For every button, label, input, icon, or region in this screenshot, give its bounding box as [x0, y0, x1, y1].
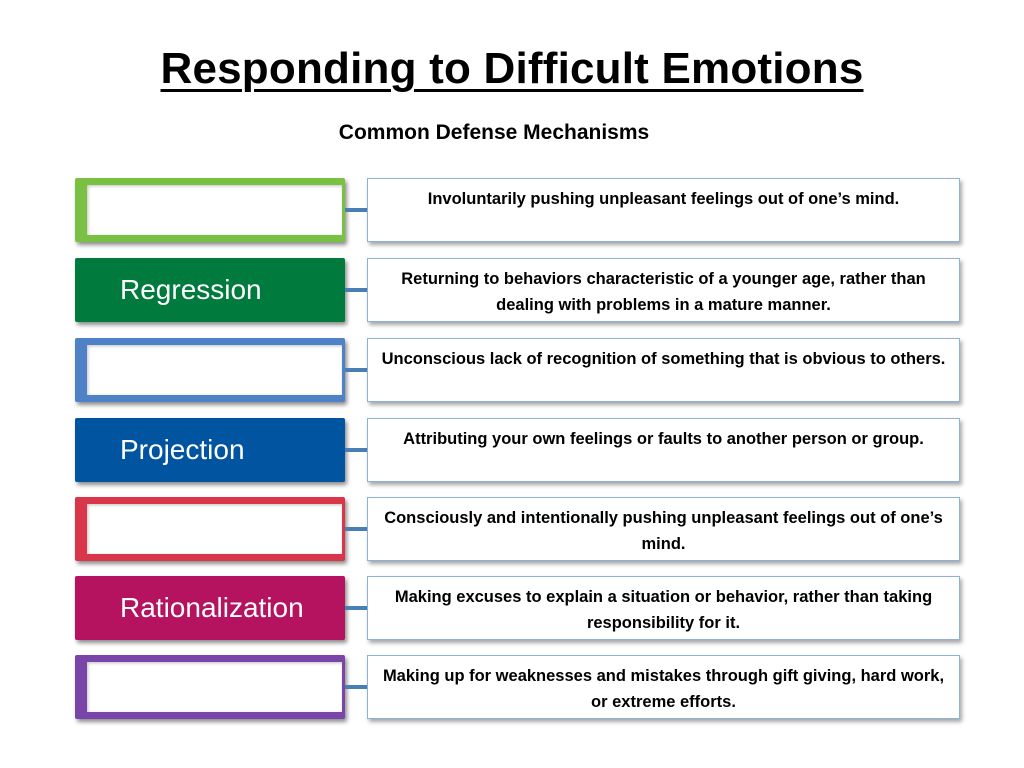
mechanism-description: Making up for weaknesses and mistakes th… — [382, 667, 945, 711]
mechanism-description-box: Unconscious lack of recognition of somet… — [367, 338, 960, 402]
connector-line — [345, 606, 367, 610]
connector-line — [345, 208, 367, 212]
mechanism-description-box: Consciously and intentionally pushing un… — [367, 497, 960, 561]
mechanism-label: Regression — [120, 274, 262, 305]
connector-line — [345, 448, 367, 452]
mechanism-label-box — [75, 338, 345, 402]
mechanism-row: Making up for weaknesses and mistakes th… — [0, 655, 1024, 721]
mechanism-description-box: Making up for weaknesses and mistakes th… — [367, 655, 960, 719]
mechanism-row: Projection Attributing your own feelings… — [0, 418, 1024, 484]
mechanism-description: Returning to behaviors characteristic of… — [401, 270, 926, 314]
connector-line — [345, 368, 367, 372]
mechanism-label-box: Regression — [75, 258, 345, 322]
mechanism-label-box — [75, 178, 345, 242]
blank-label-field[interactable] — [87, 345, 342, 395]
mechanism-row: Consciously and intentionally pushing un… — [0, 497, 1024, 563]
slide-subtitle: Common Defense Mechanisms — [338, 121, 650, 144]
mechanism-label-box — [75, 497, 345, 561]
connector-line — [345, 527, 367, 531]
blank-label-field[interactable] — [87, 185, 342, 235]
mechanism-row: Regression Returning to behaviors charac… — [0, 258, 1024, 324]
mechanism-description: Making excuses to explain a situation or… — [394, 588, 933, 632]
mechanism-description-box: Attributing your own feelings or faults … — [367, 418, 960, 482]
mechanism-label-box: Rationalization — [75, 576, 345, 640]
mechanism-description-box: Returning to behaviors characteristic of… — [367, 258, 960, 322]
blank-label-field[interactable] — [87, 504, 342, 554]
mechanism-description-box: Making excuses to explain a situation or… — [367, 576, 960, 640]
mechanism-row: Rationalization Making excuses to explai… — [0, 576, 1024, 642]
mechanism-label: Projection — [120, 434, 245, 465]
mechanism-label-box: Projection — [75, 418, 345, 482]
mechanism-row: Unconscious lack of recognition of somet… — [0, 338, 1024, 404]
mechanism-row: Involuntarily pushing unpleasant feeling… — [0, 178, 1024, 244]
connector-line — [345, 685, 367, 689]
mechanism-description: Involuntarily pushing unpleasant feeling… — [427, 190, 900, 208]
mechanism-label: Rationalization — [120, 592, 304, 623]
mechanism-description: Unconscious lack of recognition of somet… — [381, 350, 946, 368]
mechanism-description: Consciously and intentionally pushing un… — [384, 509, 943, 553]
slide-title: Responding to Difficult Emotions — [160, 44, 864, 93]
connector-line — [345, 288, 367, 292]
mechanism-description: Attributing your own feelings or faults … — [403, 430, 924, 448]
mechanism-label-box — [75, 655, 345, 719]
mechanism-description-box: Involuntarily pushing unpleasant feeling… — [367, 178, 960, 242]
blank-label-field[interactable] — [87, 662, 342, 712]
